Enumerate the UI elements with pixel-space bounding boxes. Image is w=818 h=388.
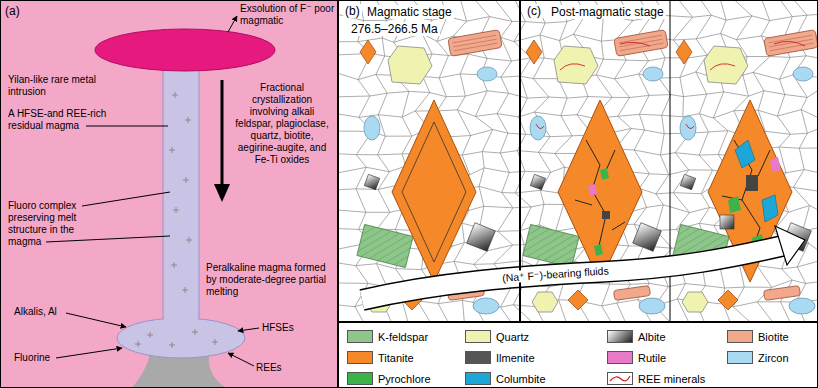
titanite-alteration xyxy=(575,140,625,250)
titanite-replacement xyxy=(686,41,805,264)
panel-a-ground xyxy=(0,0,338,388)
fluid-arrow xyxy=(362,246,782,300)
legend-item: Albite xyxy=(607,327,666,343)
annotation: Yilan-like rare metal intrusion xyxy=(8,74,120,98)
stage-title: Post-magmatic stage xyxy=(549,5,666,19)
magma-system xyxy=(164,314,198,326)
legend-box: K-feldspar Quartz Albite BiotiteTitanite Ilm… xyxy=(338,322,818,388)
titanite-replacement xyxy=(728,196,741,213)
titanite-alteration xyxy=(602,211,610,219)
titanite-replacement xyxy=(735,140,755,168)
legend-label: Pyrochlore xyxy=(378,373,431,385)
callout-arrows xyxy=(221,80,224,186)
callout-arrows xyxy=(46,16,259,366)
legend-swatch xyxy=(465,372,491,385)
legend-label: K-feldspar xyxy=(378,331,428,343)
fluid-arrow xyxy=(362,246,782,300)
panel-letter: (b) xyxy=(343,4,362,18)
legend-item: Zircon xyxy=(727,348,789,364)
titanite-replacement xyxy=(746,175,758,191)
legend-swatch xyxy=(347,330,373,343)
legend-label: Albite xyxy=(638,331,666,343)
legend-label: Biotite xyxy=(758,331,789,343)
legend-label: REE minerals xyxy=(638,373,705,385)
magma-system xyxy=(95,29,275,388)
legend-swatch xyxy=(465,351,491,364)
annotation: Fluorine xyxy=(14,352,50,364)
callout-arrows xyxy=(86,126,168,127)
legend-item: K-feldspar xyxy=(347,327,428,343)
panel-letter: (c) xyxy=(525,4,543,18)
annotation: Exsolution of F⁻ poor magmatic xyxy=(240,3,336,27)
fluid-arrow xyxy=(775,226,805,265)
callout-arrows xyxy=(238,328,259,331)
legend-label: Titanite xyxy=(378,352,414,364)
magma-system xyxy=(163,60,199,326)
callout-arrows xyxy=(46,236,170,242)
legend-label: Ilmenite xyxy=(496,352,535,364)
callout-arrows xyxy=(214,184,230,202)
legend-item: Titanite xyxy=(347,348,414,364)
annotation: Peralkaline magma formed by moderate-deg… xyxy=(206,262,332,298)
grain-boundaries xyxy=(338,0,818,322)
legend-label: Columbite xyxy=(496,373,546,385)
titanite-replacement xyxy=(762,195,778,222)
legend-swatch xyxy=(347,351,373,364)
panel-letter: (a) xyxy=(5,4,20,18)
callout-arrows xyxy=(82,192,170,206)
legend-item: Biotite xyxy=(727,327,789,343)
legend-swatch xyxy=(607,330,633,343)
annotation: REEs xyxy=(256,362,282,374)
annotation: Fractional crystallization involving alk… xyxy=(232,82,332,166)
titanite-replacement xyxy=(720,215,734,229)
annotation: Fluoro complex preserving melt structure… xyxy=(8,200,108,248)
fluid-arrow xyxy=(362,226,805,300)
legend-item: Quartz xyxy=(465,327,529,343)
legend-item: Pyrochlore xyxy=(347,369,431,385)
callout-arrows xyxy=(228,353,254,366)
legend-swatch xyxy=(607,351,633,364)
magma-system xyxy=(95,29,275,71)
legend-item: Columbite xyxy=(465,369,546,385)
legend-label: Zircon xyxy=(758,352,789,364)
legend-item: Rutile xyxy=(607,348,666,364)
annotation: Alkalis, Al xyxy=(14,306,57,318)
callout-arrows xyxy=(56,348,122,358)
titanite-alteration xyxy=(588,184,597,196)
legend-swatch xyxy=(727,330,753,343)
legend-line-sample xyxy=(607,372,633,385)
titanite-replacement xyxy=(770,157,781,172)
legend-swatch xyxy=(727,351,753,364)
titanite-zoning xyxy=(402,122,466,262)
titanite-replacement xyxy=(686,41,805,128)
annotation: A HFSE-and REE-rich residual magma xyxy=(8,108,138,132)
thin-section-ground xyxy=(338,0,818,322)
age-range: 276.5–266.5 Ma xyxy=(349,22,440,36)
callout-arrows xyxy=(228,16,237,32)
stage-title: Magmatic stage xyxy=(365,5,454,19)
titanite-alteration xyxy=(594,244,603,256)
magma-system xyxy=(135,92,218,348)
legend-swatch xyxy=(465,330,491,343)
titanite-alteration xyxy=(536,42,650,128)
titanite-alteration xyxy=(600,168,609,180)
legend-label: Quartz xyxy=(496,331,529,343)
callout-arrows xyxy=(66,313,126,327)
titanite-alteration xyxy=(536,42,650,256)
legend-swatch xyxy=(347,372,373,385)
annotation: HFSEs xyxy=(262,322,294,334)
panel-frame: (b)Magmatic stage 276.5–266.5 Ma xyxy=(338,0,520,322)
legend-item: Ilmenite xyxy=(465,348,535,364)
legend-item: REE minerals xyxy=(607,369,705,385)
legend-label: Rutile xyxy=(638,352,666,364)
